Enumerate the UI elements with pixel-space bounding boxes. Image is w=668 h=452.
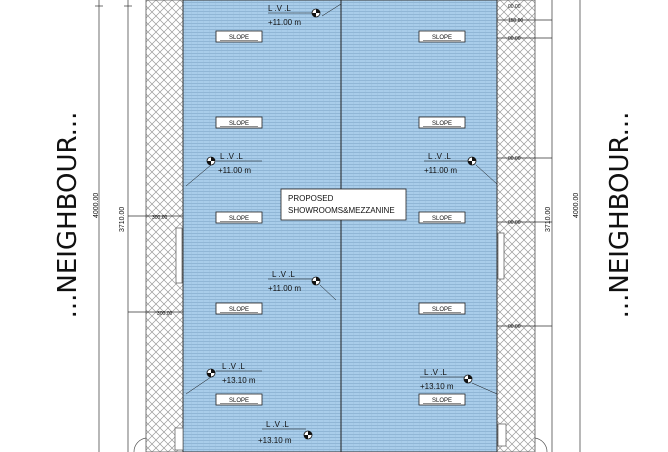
slope-marker: SLOPE <box>215 393 263 406</box>
svg-text:SLOPE: SLOPE <box>229 121 249 127</box>
slope-marker: SLOPE <box>418 393 466 406</box>
slope-marker: SLOPE <box>418 211 466 224</box>
dim-outer-left: 4000.00 <box>93 193 100 218</box>
svg-text:SLOPE: SLOPE <box>432 216 452 222</box>
svg-text:+13.10 m: +13.10 m <box>222 376 256 385</box>
svg-text:SLOPE: SLOPE <box>229 398 249 404</box>
dim-inner-left: 3710.00 <box>119 207 126 232</box>
level-marker: L .V .L +11.00 m <box>268 4 321 27</box>
right-opening <box>497 232 505 280</box>
dim-small-6: 00.00 <box>508 220 521 226</box>
slope-marker: SLOPE <box>215 211 263 224</box>
svg-text:SLOPE: SLOPE <box>229 35 249 41</box>
dim-outer-right: 4000.00 <box>573 193 580 218</box>
dim-small-3: 150.00 <box>508 18 524 24</box>
slope-marker: SLOPE <box>418 116 466 129</box>
neighbour-right-label: ...NEIGHBOUR... <box>605 112 635 319</box>
slope-markers: SLOPE SLOPE SLOPE SLOPE SLOPE SLOPE <box>215 30 466 406</box>
svg-text:L .V .L: L .V .L <box>424 368 447 377</box>
slope-marker: SLOPE <box>215 30 263 43</box>
dim-small-5: 00.00 <box>508 156 521 162</box>
dim-small-8: 00.00 <box>508 4 521 10</box>
building-label: PROPOSED SHOWROOMS&MEZZANINE <box>280 188 407 221</box>
svg-text:+11.00 m: +11.00 m <box>268 284 301 293</box>
svg-text:L .V .L: L .V .L <box>268 4 291 13</box>
level-markers: L .V .L +11.00 m L .V .L +11.00 m L .V .… <box>206 4 477 445</box>
dim-inner-right: 3710.00 <box>545 207 552 232</box>
slope-marker: SLOPE <box>215 116 263 129</box>
svg-text:+13.10 m: +13.10 m <box>258 436 292 445</box>
building-label-line2: SHOWROOMS&MEZZANINE <box>288 206 395 215</box>
svg-text:+13.10 m: +13.10 m <box>420 382 454 391</box>
slope-marker: SLOPE <box>418 302 466 315</box>
dim-small-2: 300.00 <box>157 311 173 317</box>
left-door <box>174 427 184 451</box>
dim-small-7: 00.00 <box>508 324 521 330</box>
svg-text:+11.00 m: +11.00 m <box>268 18 301 27</box>
svg-text:+11.00 m: +11.00 m <box>424 166 457 175</box>
right-door-swing <box>534 437 548 452</box>
slope-marker: SLOPE <box>418 30 466 43</box>
svg-text:SLOPE: SLOPE <box>229 307 249 313</box>
right-dimension-lines <box>497 0 581 452</box>
svg-text:SLOPE: SLOPE <box>432 121 452 127</box>
slope-marker: SLOPE <box>215 302 263 315</box>
right-door <box>497 423 507 447</box>
level-marker: L .V .L +13.10 m <box>206 362 262 385</box>
left-opening <box>175 227 183 284</box>
svg-text:L .V .L: L .V .L <box>266 420 289 429</box>
svg-text:+11.00 m: +11.00 m <box>218 166 251 175</box>
svg-text:SLOPE: SLOPE <box>432 398 452 404</box>
svg-text:SLOPE: SLOPE <box>229 216 249 222</box>
dim-small-1: 300.00 <box>152 215 168 221</box>
svg-text:L .V .L: L .V .L <box>222 362 245 371</box>
right-wall-hatch <box>496 0 536 452</box>
left-door-swing <box>133 437 147 452</box>
svg-text:SLOPE: SLOPE <box>432 307 452 313</box>
level-marker: L .V .L +13.10 m <box>420 368 473 391</box>
left-dimension-lines <box>95 0 183 452</box>
level-marker: L .V .L +11.00 m <box>268 270 321 293</box>
building-label-line1: PROPOSED <box>288 194 334 203</box>
svg-text:L .V .L: L .V .L <box>428 152 451 161</box>
dim-small-4: 00.00 <box>508 36 521 42</box>
level-marker: L .V .L +11.00 m <box>424 152 477 175</box>
neighbour-left-label: ...NEIGHBOUR... <box>53 112 83 319</box>
roof-area <box>182 0 498 452</box>
svg-text:SLOPE: SLOPE <box>432 35 452 41</box>
svg-text:L .V .L: L .V .L <box>220 152 243 161</box>
left-wall-hatch <box>145 0 184 452</box>
level-marker: L .V .L +13.10 m <box>258 420 313 445</box>
leader-lines <box>185 3 498 395</box>
svg-text:L .V .L: L .V .L <box>272 270 295 279</box>
